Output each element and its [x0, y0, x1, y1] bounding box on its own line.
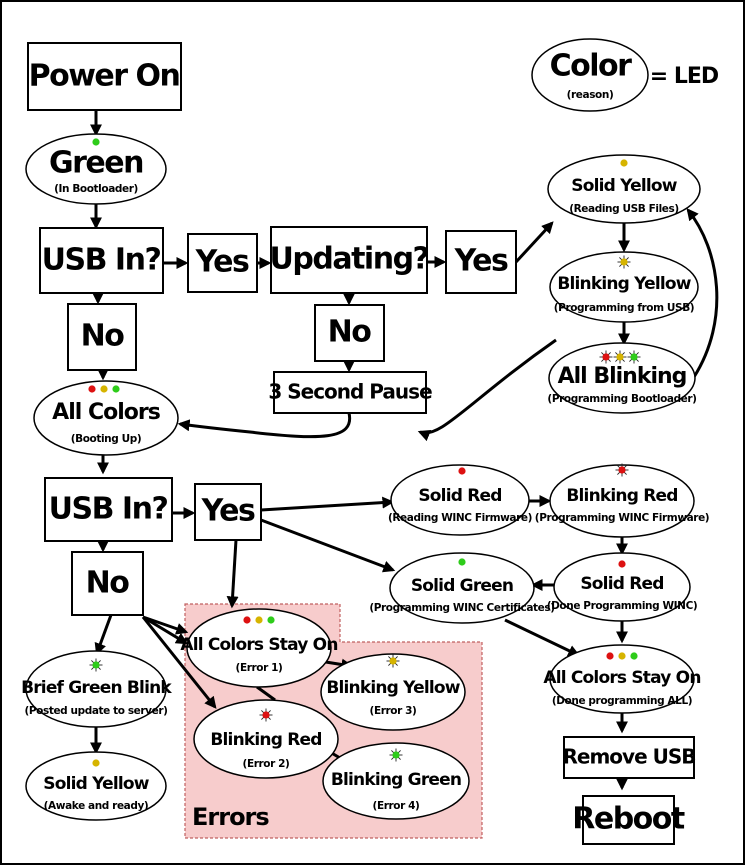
node-usb-in-1: USB In? [39, 227, 164, 294]
node-no-3: No [71, 551, 144, 616]
node-power-on: Power On [27, 42, 182, 111]
svg-text:Blinking Red: Blinking Red [210, 730, 321, 750]
node-all-blinking: All Blinking (Programming Bootloader) [547, 342, 697, 414]
node-solid-yellow-usb: Solid Yellow (Reading USB Files) [547, 154, 701, 224]
node-error-2: Blinking Red (Error 2) [193, 699, 339, 779]
svg-text:Blinking Yellow: Blinking Yellow [557, 274, 691, 294]
svg-text:Solid Red: Solid Red [418, 486, 501, 506]
edge-no3-briefgreen [94, 614, 113, 656]
svg-text:(Booting Up): (Booting Up) [71, 433, 142, 445]
svg-text:(Error 4): (Error 4) [373, 800, 420, 812]
edge-solidgreen-alldone [504, 618, 581, 657]
legend-title: Color [550, 49, 633, 84]
node-usb-in-2: USB In? [44, 477, 173, 542]
node-solid-green-certs: Solid Green (Programming WINC Certificat… [369, 552, 555, 624]
svg-text:Updating?: Updating? [270, 242, 429, 277]
svg-text:No: No [81, 319, 125, 354]
svg-text:Blinking Red: Blinking Red [566, 486, 677, 506]
node-all-colors-done: All Colors Stay On (Done programming ALL… [543, 644, 701, 714]
node-yes-1: Yes [187, 233, 258, 293]
edge-pause-allcolors [177, 412, 352, 439]
node-reboot: Reboot [572, 795, 686, 845]
svg-text:Brief Green Blink: Brief Green Blink [21, 678, 172, 698]
legend: Color (reason) = LED [531, 38, 720, 112]
svg-text:(Programming WINC Certificates: (Programming WINC Certificates) [369, 602, 554, 614]
svg-text:Solid Yellow: Solid Yellow [571, 176, 677, 196]
node-all-colors-booting: All Colors (Booting Up) [33, 380, 179, 456]
node-no-1: No [67, 303, 137, 371]
svg-text:(Programming Bootloader): (Programming Bootloader) [547, 393, 696, 405]
svg-text:(Posted update to server): (Posted update to server) [24, 705, 167, 717]
node-brief-green-blink: Brief Green Blink (Posted update to serv… [21, 650, 173, 728]
node-solid-red-done: Solid Red (Done Programming WINC) [547, 552, 698, 622]
svg-text:Remove USB: Remove USB [563, 745, 696, 769]
svg-text:Blinking Green: Blinking Green [331, 770, 461, 790]
svg-text:(Awake and ready): (Awake and ready) [44, 800, 149, 812]
svg-text:No: No [86, 566, 130, 601]
node-remove-usb: Remove USB [563, 736, 697, 779]
svg-text:Solid Green: Solid Green [411, 576, 513, 596]
svg-text:(Reading WINC Firmware): (Reading WINC Firmware) [388, 512, 532, 524]
svg-text:Yes: Yes [195, 245, 249, 280]
node-3-second-pause: 3 Second Pause [268, 371, 433, 414]
edge-yes3-solidgreen [260, 518, 396, 573]
edge-yes3-solidred [260, 496, 395, 512]
node-green-bootloader: Green (In Bootloader) [25, 133, 167, 205]
svg-text:(Reading USB Files): (Reading USB Files) [569, 203, 679, 215]
node-error-1: All Colors Stay On (Error 1) [180, 608, 338, 688]
svg-text:3 Second Pause: 3 Second Pause [268, 380, 432, 404]
svg-text:(Error 1): (Error 1) [236, 662, 283, 674]
legend-equals-led: = LED [650, 64, 719, 89]
node-solid-red-winc: Solid Red (Reading WINC Firmware) [388, 464, 532, 536]
node-no-2: No [314, 304, 385, 362]
node-yes-2: Yes [445, 230, 517, 294]
svg-text:All Colors Stay On: All Colors Stay On [180, 635, 337, 655]
svg-text:(Programming from USB): (Programming from USB) [554, 302, 694, 314]
svg-text:Yes: Yes [201, 494, 255, 529]
node-yes-3: Yes [194, 483, 262, 541]
svg-text:(Done programming ALL): (Done programming ALL) [552, 695, 692, 707]
edge-no3-error1-b [142, 615, 189, 645]
led-green-dot [92, 138, 100, 146]
svg-text:Solid Red: Solid Red [580, 574, 663, 594]
edge-no3-error1-a [142, 615, 189, 635]
svg-text:Yes: Yes [454, 244, 508, 279]
legend-subtitle: (reason) [567, 89, 614, 101]
svg-text:(Error 2): (Error 2) [243, 758, 290, 770]
svg-text:All Colors: All Colors [52, 400, 161, 425]
svg-text:(Error 3): (Error 3) [370, 705, 417, 717]
svg-text:No: No [328, 315, 372, 350]
errors-group-label: Errors [192, 803, 269, 831]
svg-text:Reboot: Reboot [572, 802, 685, 837]
svg-text:All Colors Stay On: All Colors Stay On [543, 668, 700, 688]
edge-allblinking-solidyellow [686, 208, 719, 378]
node-updating: Updating? [270, 226, 430, 294]
node-error-4: Blinking Green (Error 4) [322, 742, 470, 820]
svg-text:USB In?: USB In? [42, 243, 161, 278]
node-solid-yellow-ready: Solid Yellow (Awake and ready) [25, 751, 167, 821]
svg-text:Blinking Yellow: Blinking Yellow [326, 678, 460, 698]
edge-blinkingyellow-allcolors [417, 338, 557, 442]
svg-text:USB In?: USB In? [49, 492, 168, 527]
node-blinking-red-winc: Blinking Red (Programming WINC Firmware) [535, 463, 710, 538]
edge-no3-error2 [141, 616, 217, 709]
edge-yes3-error1 [226, 539, 239, 609]
svg-text:Power On: Power On [29, 59, 180, 94]
edge-error1-error2 [256, 685, 276, 702]
edge-yes2-solidyellow [514, 221, 554, 264]
legend-ellipse [531, 38, 649, 112]
svg-text:(In Bootloader): (In Bootloader) [54, 183, 138, 195]
svg-text:Solid Yellow: Solid Yellow [43, 774, 149, 794]
node-error-3: Blinking Yellow (Error 3) [320, 653, 466, 731]
svg-text:All Blinking: All Blinking [558, 364, 687, 389]
svg-text:(Programming WINC Firmware): (Programming WINC Firmware) [535, 512, 709, 524]
node-blinking-yellow-usb: Blinking Yellow (Programming from USB) [549, 251, 699, 323]
svg-text:Green: Green [49, 146, 143, 181]
svg-text:(Done Programming WINC): (Done Programming WINC) [547, 600, 698, 612]
